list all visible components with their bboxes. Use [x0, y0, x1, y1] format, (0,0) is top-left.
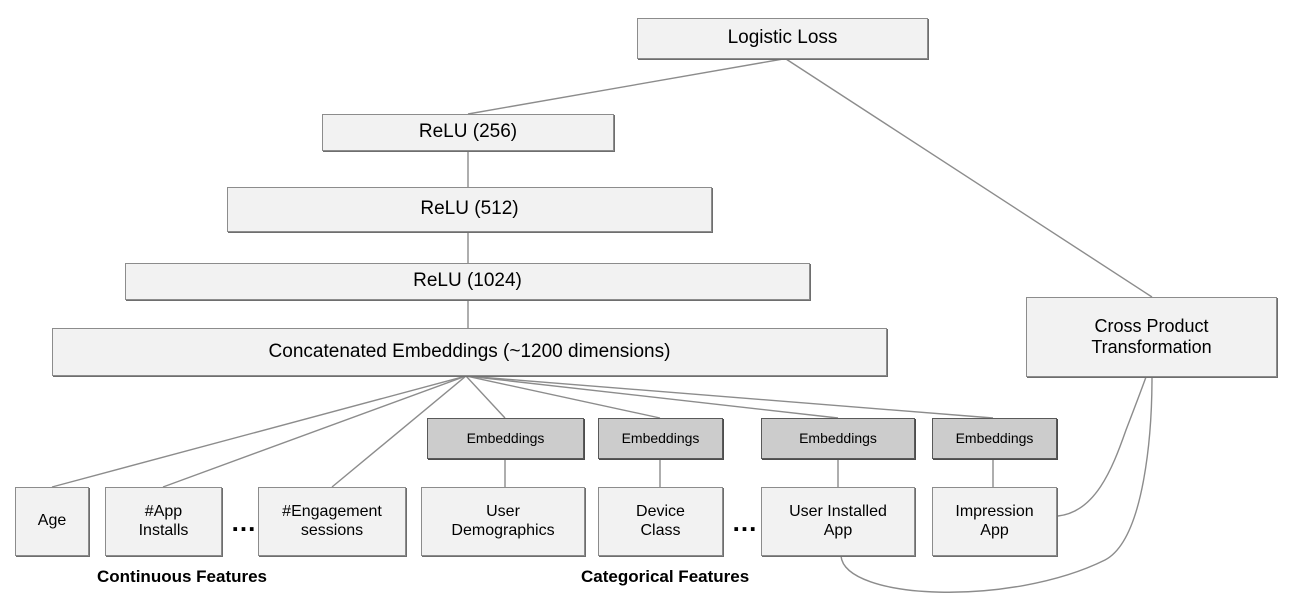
- node-feature-app-installs-label: #App Installs: [138, 502, 189, 539]
- edge-impression-app-to-crossproduct: [1057, 376, 1147, 517]
- node-relu-512-label: ReLU (512): [420, 198, 519, 220]
- node-feature-impression-app-label: Impression App: [955, 502, 1034, 539]
- edge-loss-to-relu256: [467, 58, 784, 115]
- node-cross-product-transformation[interactable]: Cross Product Transformation: [1026, 297, 1277, 377]
- node-feature-impression-app[interactable]: Impression App: [932, 487, 1057, 556]
- node-feature-device-class-label: Device Class: [636, 502, 685, 539]
- node-feature-age-label: Age: [37, 512, 67, 530]
- node-logistic-loss-label: Logistic Loss: [727, 27, 838, 49]
- node-relu-1024-label: ReLU (1024): [413, 270, 522, 292]
- ellipsis-categorical-label: ...: [732, 506, 758, 537]
- node-feature-user-installed-app[interactable]: User Installed App: [761, 487, 915, 556]
- edge-concat-to-age: [51, 375, 467, 488]
- ellipsis-categorical: ...: [725, 499, 765, 544]
- node-embeddings-device-class[interactable]: Embeddings: [598, 418, 723, 459]
- edge-loss-to-crossproduct: [785, 58, 1153, 298]
- node-embeddings-impression-app-label: Embeddings: [955, 430, 1034, 447]
- node-embeddings-user-installed-app-label: Embeddings: [799, 430, 877, 447]
- edge-concat-to-emb-user-installed-app: [465, 375, 839, 419]
- group-label-categorical-features: Categorical Features: [581, 567, 749, 587]
- edge-concat-to-emb-device-class: [465, 375, 661, 419]
- node-relu-256[interactable]: ReLU (256): [322, 114, 614, 151]
- node-relu-1024[interactable]: ReLU (1024): [125, 263, 810, 300]
- ellipsis-continuous-label: ...: [231, 506, 257, 537]
- node-feature-engagement-sessions-label: #Engagement sessions: [282, 502, 382, 539]
- group-label-continuous-features-text: Continuous Features: [97, 567, 268, 586]
- node-cross-product-transformation-label: Cross Product Transformation: [1091, 315, 1212, 357]
- node-feature-user-demographics-label: User Demographics: [451, 502, 555, 539]
- edge-concat-to-emb-user-demographics: [465, 375, 506, 419]
- node-feature-app-installs[interactable]: #App Installs: [105, 487, 222, 556]
- node-feature-age[interactable]: Age: [15, 487, 89, 556]
- edge-concat-to-app-installs: [162, 375, 467, 488]
- node-relu-512[interactable]: ReLU (512): [227, 187, 712, 232]
- node-embeddings-impression-app[interactable]: Embeddings: [932, 418, 1057, 459]
- ellipsis-continuous: ...: [224, 499, 264, 544]
- node-embeddings-device-class-label: Embeddings: [621, 430, 700, 447]
- node-feature-user-demographics[interactable]: User Demographics: [421, 487, 585, 556]
- node-embeddings-user-demographics[interactable]: Embeddings: [427, 418, 584, 459]
- edge-concat-to-emb-impression-app: [465, 375, 994, 419]
- edge-user-installed-app-to-crossproduct: [840, 376, 1153, 593]
- node-relu-256-label: ReLU (256): [418, 121, 518, 143]
- node-feature-user-installed-app-label: User Installed App: [789, 502, 887, 539]
- node-concatenated-embeddings[interactable]: Concatenated Embeddings (~1200 dimension…: [52, 328, 887, 376]
- group-label-categorical-features-text: Categorical Features: [581, 567, 750, 586]
- node-embeddings-user-installed-app[interactable]: Embeddings: [761, 418, 915, 459]
- node-feature-engagement-sessions[interactable]: #Engagement sessions: [258, 487, 406, 556]
- node-logistic-loss[interactable]: Logistic Loss: [637, 18, 928, 59]
- group-label-continuous-features: Continuous Features: [97, 567, 267, 587]
- node-feature-device-class[interactable]: Device Class: [598, 487, 723, 556]
- node-concatenated-embeddings-label: Concatenated Embeddings (~1200 dimension…: [268, 340, 671, 362]
- node-embeddings-user-demographics-label: Embeddings: [466, 430, 545, 447]
